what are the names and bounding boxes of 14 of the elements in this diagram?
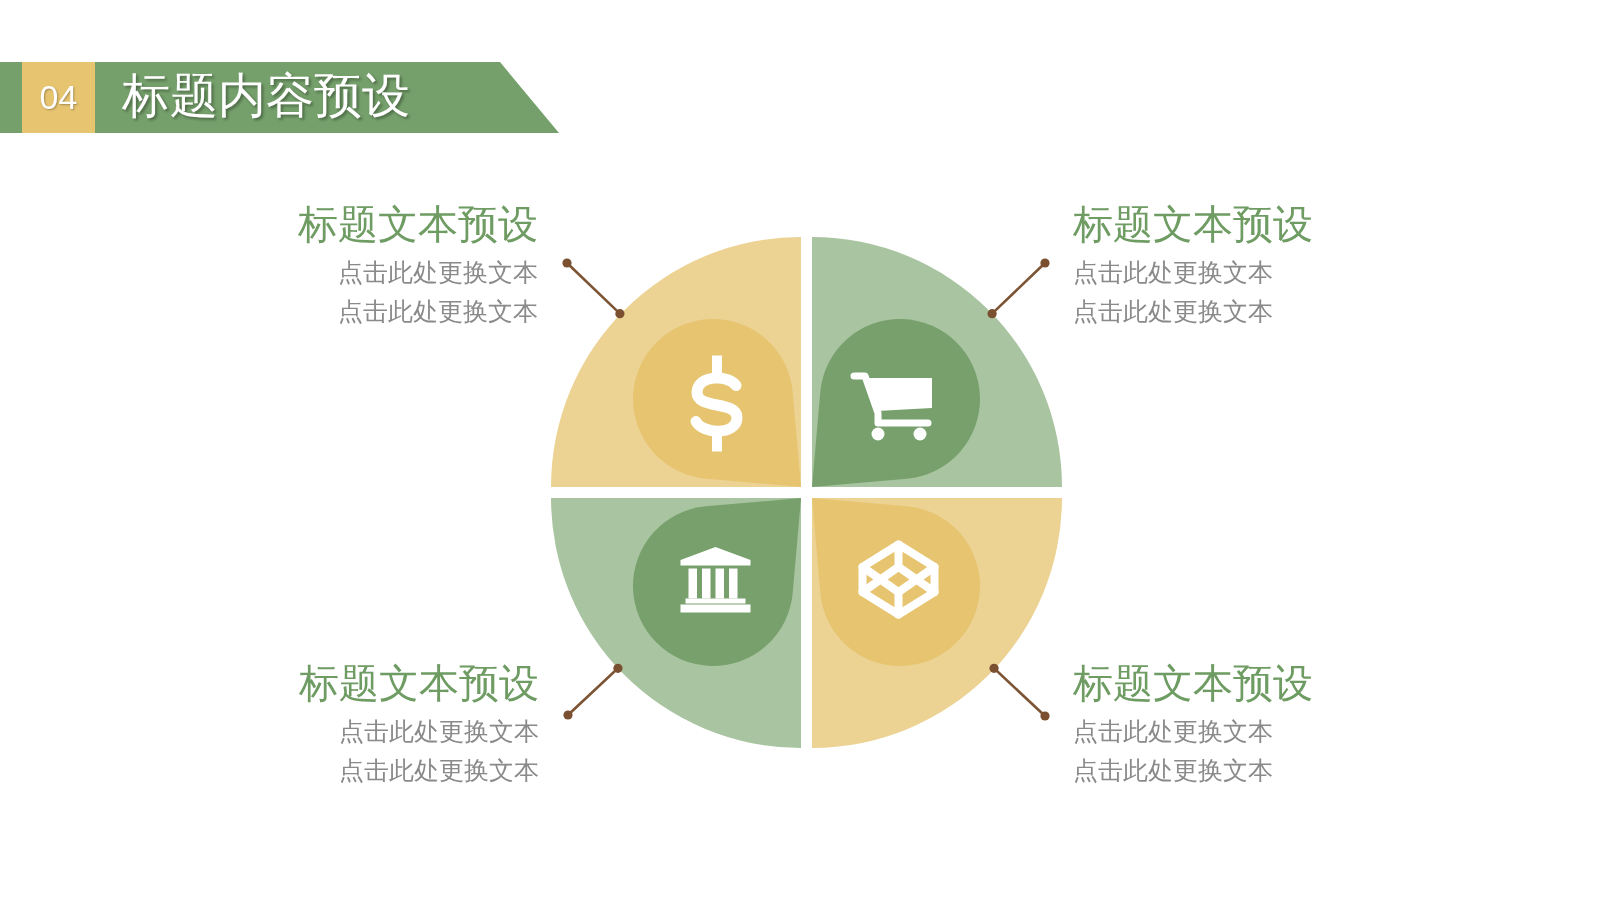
heading-text: 标题文本预设	[299, 660, 539, 708]
leader-line	[989, 663, 1050, 721]
title-text: 标题内容预设	[122, 68, 410, 124]
leader-line	[987, 258, 1050, 319]
body-text: 点击此处更换文本点击此处更换文本	[1073, 717, 1274, 786]
leader-line	[563, 663, 623, 720]
section-number: 04	[22, 62, 95, 133]
body-text: 点击此处更换文本点击此处更换文本	[1073, 258, 1274, 327]
heading-text: 标题文本预设	[1073, 201, 1313, 249]
leader-line	[562, 258, 625, 319]
body-text: 点击此处更换文本点击此处更换文本	[337, 258, 538, 327]
heading-text: 标题文本预设	[1073, 660, 1313, 708]
body-text: 点击此处更换文本点击此处更换文本	[338, 717, 539, 786]
heading-text: 标题文本预设	[298, 201, 538, 249]
